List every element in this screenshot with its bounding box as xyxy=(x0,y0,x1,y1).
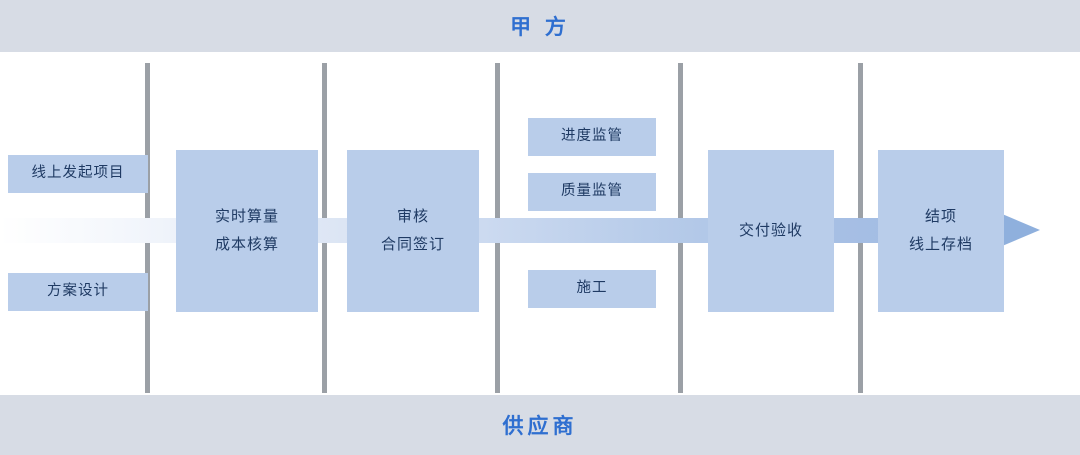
step-label: 结项 xyxy=(924,207,957,225)
step-construction[interactable]: 施工 xyxy=(528,270,656,308)
lane-header-party-a: 甲 方 xyxy=(0,0,1080,52)
step-label: 线上发起项目 xyxy=(31,165,125,182)
step-label: 质量监管 xyxy=(561,183,623,200)
step-delivery-acceptance[interactable]: 交付验收 xyxy=(708,150,834,312)
process-arrow-bar xyxy=(0,218,995,243)
step-label: 合同签订 xyxy=(380,236,445,253)
step-label: 线上存档 xyxy=(908,236,973,253)
step-label: 审核 xyxy=(396,207,429,225)
step-project-closure-online-archive[interactable]: 结项线上存档 xyxy=(878,150,1004,312)
step-progress-supervision[interactable]: 进度监管 xyxy=(528,118,656,156)
step-label: 施工 xyxy=(576,280,608,297)
step-online-initiate-project[interactable]: 线上发起项目 xyxy=(8,155,148,193)
step-realtime-quantity-cost-accounting[interactable]: 实时算量成本核算 xyxy=(176,150,318,312)
lane-header-party-a-label: 甲 方 xyxy=(510,16,570,39)
step-review-contract-signing[interactable]: 审核合同签订 xyxy=(347,150,479,312)
lane-footer-supplier: 供应商 xyxy=(0,395,1080,455)
lane-footer-supplier-label: 供应商 xyxy=(502,415,578,438)
step-quality-supervision[interactable]: 质量监管 xyxy=(528,173,656,211)
step-label: 交付验收 xyxy=(738,221,803,239)
step-label: 成本核算 xyxy=(214,236,279,253)
step-label: 实时算量 xyxy=(214,207,279,225)
step-label: 方案设计 xyxy=(47,283,109,300)
step-label: 进度监管 xyxy=(561,128,623,145)
step-scheme-design[interactable]: 方案设计 xyxy=(8,273,148,311)
